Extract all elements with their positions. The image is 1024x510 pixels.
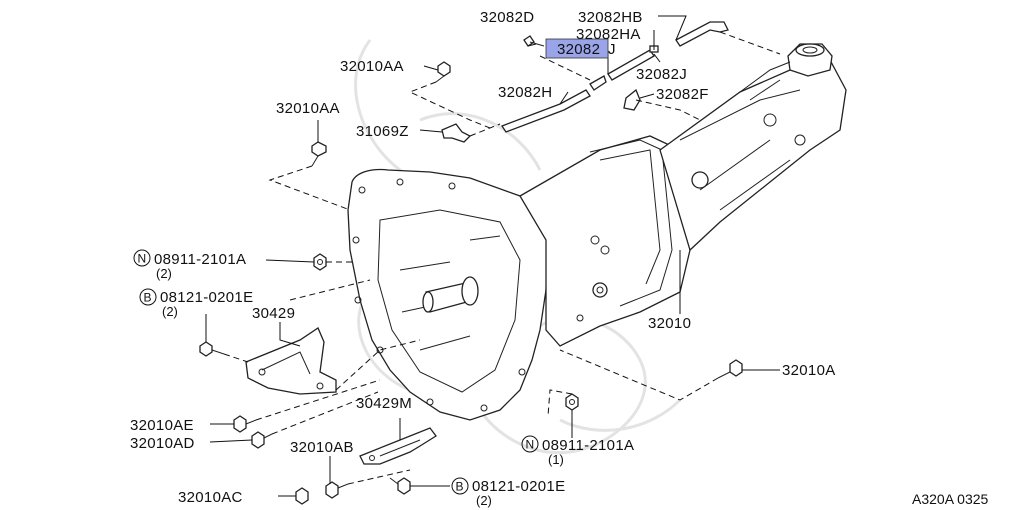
nut-08911-2101A-upper[interactable] xyxy=(313,253,327,271)
bolt-08121-0201E-left[interactable] xyxy=(199,341,225,357)
b-symbol-lower xyxy=(451,477,469,495)
callout-32010[interactable]: 32010 xyxy=(648,315,691,332)
nut-08911-2101A-lower[interactable] xyxy=(565,393,579,411)
b-symbol-upper xyxy=(139,288,157,306)
callout-32010AA-lower[interactable]: 32010AA xyxy=(276,100,340,117)
callout-32010AD[interactable]: 32010AD xyxy=(130,435,195,452)
callout-32082HB[interactable]: 32082HB xyxy=(578,9,643,26)
callout-30429[interactable]: 30429 xyxy=(252,305,295,322)
extension-housing[interactable] xyxy=(659,59,847,252)
callout-32010AB[interactable]: 32010AB xyxy=(290,439,354,456)
bolt-32010AA-lower[interactable] xyxy=(311,141,327,167)
bolt-32010AD[interactable] xyxy=(251,431,273,449)
transmission-assembly[interactable] xyxy=(347,43,847,421)
callout-32082H[interactable]: 32082H xyxy=(498,84,552,101)
callout-32082HA[interactable]: 32082HA xyxy=(576,26,641,43)
callout-32010A[interactable]: 32010A xyxy=(782,362,836,379)
callout-08911-2101A-lower[interactable]: 08911-2101A xyxy=(542,437,634,454)
callout-32010AC[interactable]: 32010AC xyxy=(178,489,243,506)
n-symbol-lower-letter: N xyxy=(526,438,535,452)
callout-32082[interactable]: 32082 xyxy=(557,41,600,58)
bolt-08121-0201E-lower[interactable] xyxy=(389,477,411,495)
bell-flange-bolts xyxy=(352,178,526,412)
part-callouts: 32082D 32082HB 32082HA 32082 J 32010AA 3… xyxy=(130,9,989,508)
callout-08911-2101A-upper[interactable]: 08911-2101A xyxy=(154,251,246,268)
n-symbol-lower xyxy=(521,435,539,453)
n-symbol-upper-letter: N xyxy=(138,252,147,266)
bracket-30429M[interactable] xyxy=(359,427,437,465)
assembly-guide-lines xyxy=(223,31,781,485)
callout-32082D[interactable]: 32082D xyxy=(480,9,534,26)
callout-32082F[interactable]: 32082F xyxy=(656,86,709,103)
b-symbol-upper-letter: B xyxy=(144,291,152,305)
breather-hose-set[interactable] xyxy=(441,21,729,143)
callout-08121-0201E-lower[interactable]: 08121-0201E xyxy=(472,478,565,495)
leader-lines xyxy=(205,15,780,497)
bolt-32082D[interactable] xyxy=(523,35,545,47)
clip-32082F[interactable] xyxy=(623,88,641,111)
bracket-30429[interactable] xyxy=(245,327,337,395)
bolt-32010AC[interactable] xyxy=(295,481,349,505)
bolt-32010AE[interactable] xyxy=(233,415,257,433)
selected-part-highlight xyxy=(545,38,609,59)
bolt-32010AA-upper[interactable] xyxy=(435,61,451,83)
n-symbol-upper xyxy=(133,249,151,267)
bolt-32010A[interactable] xyxy=(717,359,743,379)
qty-08121-0201E-lower: (2) xyxy=(476,493,492,508)
callout-32010AA-upper[interactable]: 32010AA xyxy=(340,58,404,75)
main-case[interactable] xyxy=(519,135,691,347)
callout-32082J[interactable]: 32082J xyxy=(636,66,687,83)
hose-32082J-right[interactable] xyxy=(607,49,655,81)
callout-08121-0201E-upper[interactable]: 08121-0201E xyxy=(160,289,253,306)
callout-31069Z[interactable]: 31069Z xyxy=(356,123,409,140)
callout-30429M[interactable]: 30429M xyxy=(356,395,412,412)
callout-32010AE[interactable]: 32010AE xyxy=(130,417,194,434)
qty-08121-0201E-upper: (2) xyxy=(162,304,178,319)
breather-hose-32082HB[interactable] xyxy=(675,21,729,47)
b-symbol-lower-letter: B xyxy=(456,480,464,494)
clip-31069Z[interactable] xyxy=(441,123,472,143)
callout-32082-suffix: J xyxy=(608,41,616,58)
qty-08911-2101A-lower: (1) xyxy=(548,452,564,467)
qty-08911-2101A-upper: (2) xyxy=(156,266,172,281)
diagram-reference-code: A320A 0325 xyxy=(912,491,989,507)
